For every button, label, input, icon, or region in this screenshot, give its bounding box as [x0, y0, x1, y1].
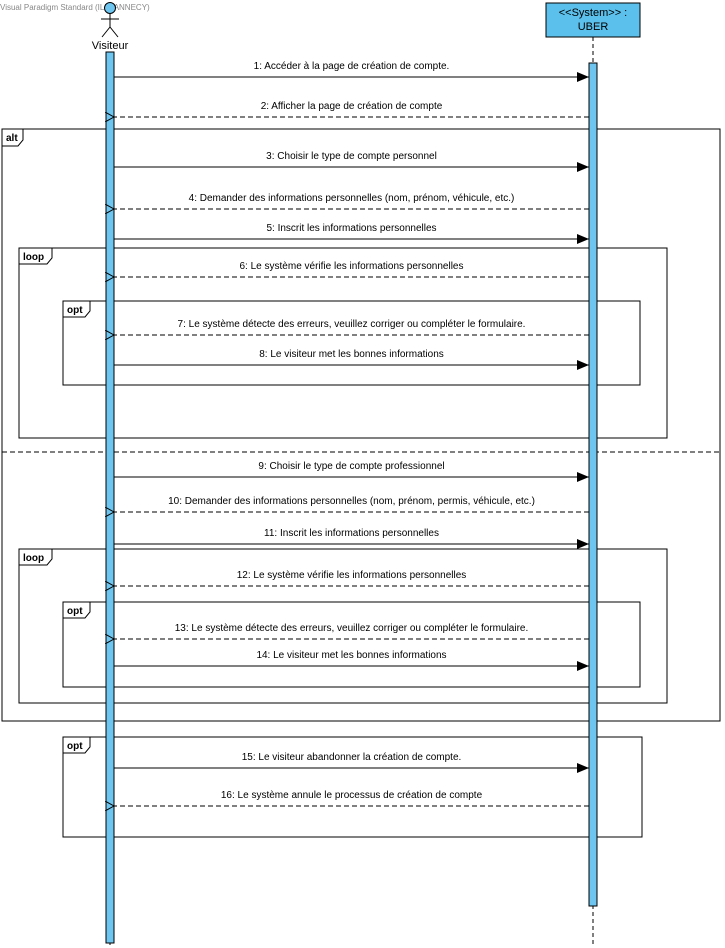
message-15[interactable]: 15: Le visiteur abandonner la création d…	[114, 752, 589, 773]
message-label: 2: Afficher la page de création de compt…	[261, 101, 443, 112]
message-13[interactable]: 13: Le système détecte des erreurs, veui…	[114, 623, 589, 639]
system-lifeline-head[interactable]: <<System>> : UBER	[545, 2, 641, 38]
message-9[interactable]: 9: Choisir le type de compte professionn…	[114, 461, 589, 482]
opt-frame-3[interactable]: opt	[62, 736, 643, 838]
message-5[interactable]: 5: Inscrit les informations personnelles	[114, 223, 589, 244]
message-label: 11: Inscrit les informations personnelle…	[264, 528, 439, 539]
loop-frame-2[interactable]: loop	[18, 548, 668, 704]
message-label: 13: Le système détecte des erreurs, veui…	[175, 623, 529, 634]
message-6[interactable]: 6: Le système vérifie les informations p…	[114, 261, 589, 277]
messages: 1: Accéder à la page de création de comp…	[114, 61, 589, 806]
opt-frame-1[interactable]: opt	[62, 300, 641, 386]
alt-frame-label: alt	[6, 133, 18, 144]
message-label: 14: Le visiteur met les bonnes informati…	[256, 650, 446, 661]
actor-activation-bar	[105, 51, 115, 944]
opt-frame-label: opt	[67, 305, 83, 316]
message-16[interactable]: 16: Le système annule le processus de cr…	[114, 790, 589, 806]
opt-frame-2[interactable]: opt	[62, 601, 641, 688]
actor-visiteur[interactable]: Visiteur	[92, 2, 129, 53]
message-11[interactable]: 11: Inscrit les informations personnelle…	[114, 528, 589, 549]
message-label: 1: Accéder à la page de création de comp…	[254, 61, 450, 72]
message-8[interactable]: 8: Le visiteur met les bonnes informatio…	[114, 349, 589, 370]
message-label: 7: Le système détecte des erreurs, veuil…	[178, 319, 526, 330]
message-label: 3: Choisir le type de compte personnel	[266, 151, 437, 162]
message-label: 10: Demander des informations personnell…	[168, 496, 535, 507]
loop-frame-1[interactable]: loop	[18, 247, 668, 439]
opt-frame-label: opt	[67, 606, 83, 617]
message-7[interactable]: 7: Le système détecte des erreurs, veuil…	[114, 319, 589, 335]
message-label: 15: Le visiteur abandonner la création d…	[242, 752, 462, 763]
system-activation-bar	[588, 62, 598, 907]
watermark: Visual Paradigm Standard (ILIE ANNECY)	[0, 3, 150, 12]
system-name: UBER	[578, 21, 609, 33]
stick-figure-icon	[101, 2, 119, 38]
message-label: 5: Inscrit les informations personnelles	[266, 223, 436, 234]
message-label: 8: Le visiteur met les bonnes informatio…	[259, 349, 444, 360]
message-4[interactable]: 4: Demander des informations personnelle…	[114, 193, 589, 209]
message-label: 16: Le système annule le processus de cr…	[221, 790, 483, 801]
loop-frame-label: loop	[23, 553, 44, 564]
system-stereotype: <<System>> :	[559, 7, 627, 19]
message-3[interactable]: 3: Choisir le type de compte personnel	[114, 151, 589, 172]
actor-name: Visiteur	[92, 40, 129, 52]
message-label: 9: Choisir le type de compte professionn…	[258, 461, 444, 472]
opt-frame-label: opt	[67, 741, 83, 752]
loop-frame-label: loop	[23, 252, 44, 263]
message-label: 6: Le système vérifie les informations p…	[240, 261, 464, 272]
message-label: 12: Le système vérifie les informations …	[237, 570, 467, 581]
message-2[interactable]: 2: Afficher la page de création de compt…	[114, 101, 589, 117]
message-label: 4: Demander des informations personnelle…	[189, 193, 515, 204]
alt-frame[interactable]: alt	[1, 128, 721, 722]
message-12[interactable]: 12: Le système vérifie les informations …	[114, 570, 589, 586]
message-10[interactable]: 10: Demander des informations personnell…	[114, 496, 589, 512]
message-1[interactable]: 1: Accéder à la page de création de comp…	[114, 61, 589, 82]
message-14[interactable]: 14: Le visiteur met les bonnes informati…	[114, 650, 589, 671]
